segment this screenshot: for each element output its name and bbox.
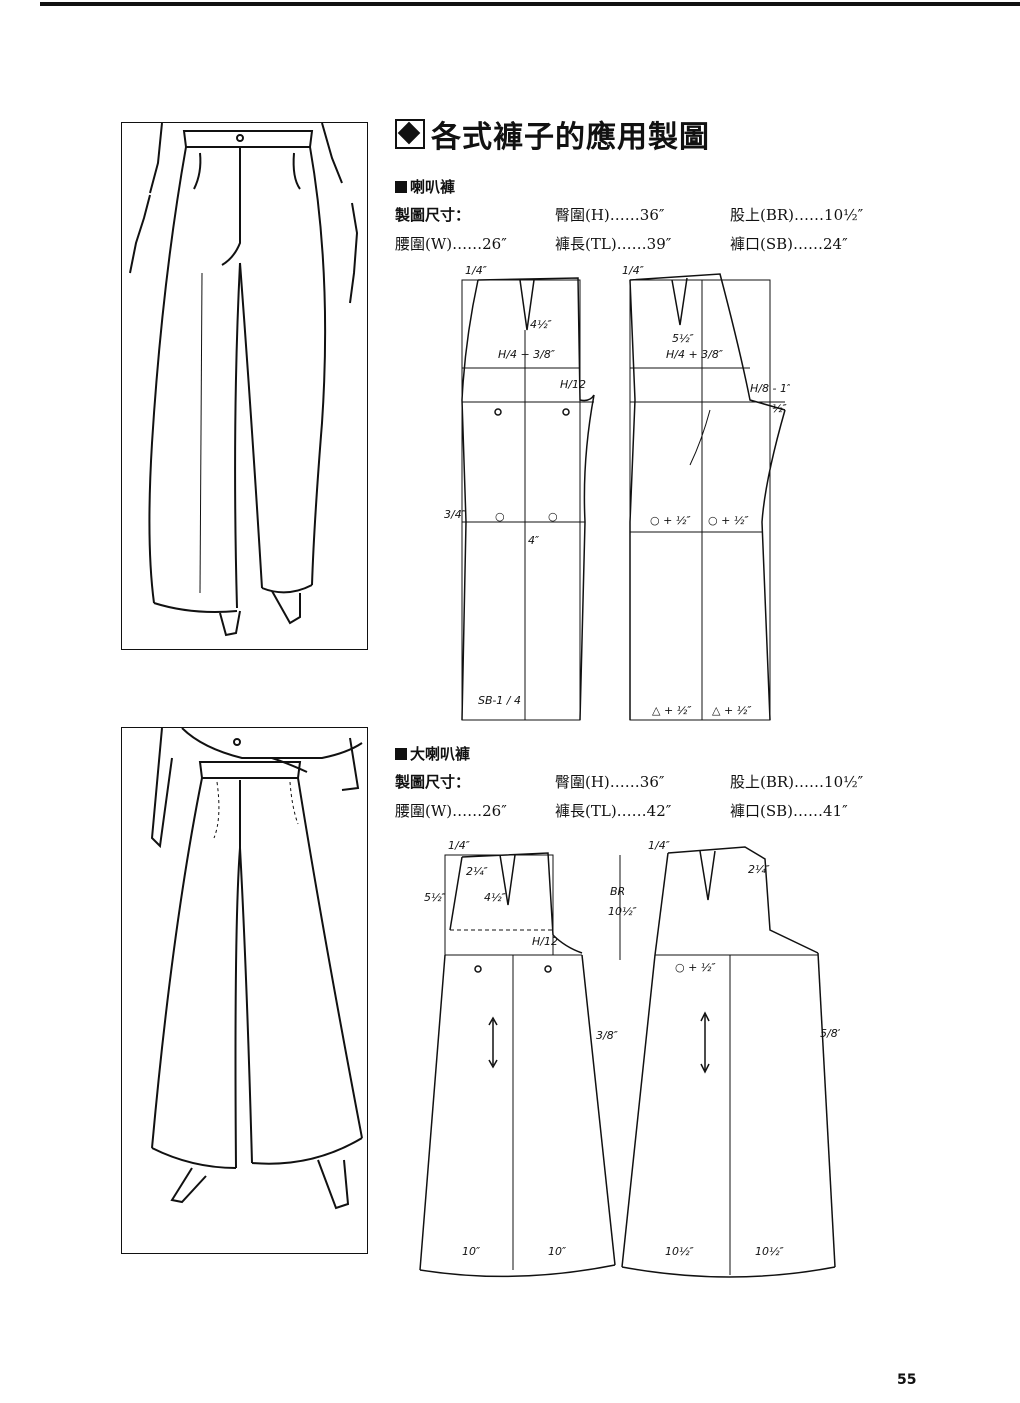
s1-top-front-label: 1/4″ [465, 264, 488, 277]
s1-knee-back-a-label: ○ + ½″ [650, 514, 691, 527]
s2-hem-back-a-label: 10½″ [665, 1245, 695, 1258]
s1-front-hip-label: H/4 + 3/8″ [498, 348, 556, 361]
wide-bell-bottom-pants-drawing [150, 728, 363, 1210]
section-1-pattern-draft: 1/4″ 1/4″ 4½″ 5½″ H/4 + 3/8″ H/4 + 3/8″ … [440, 260, 790, 730]
section-2-heading: 大喇叭褲 [395, 743, 470, 764]
section-1-name: 喇叭褲 [410, 178, 456, 196]
s1-hem-back-a-label: △ + ½″ [652, 704, 692, 717]
s2-br-value-label: 10½″ [608, 905, 638, 918]
s2-hem-front-a-label: 10″ [462, 1245, 481, 1258]
s2-dart-front-label: 4½″ [484, 891, 507, 904]
section-2-pattern-draft: 1/4″ 1/4″ 2¼″ 2¼″ 5½″ 4½″ H/12 BR 10½″ ○… [410, 835, 840, 1285]
illustration-bell-bottom-pants [121, 122, 368, 650]
s1-dart-back-label: 5½″ [672, 332, 695, 345]
section-1-spec-crotch: 股上(BR)……10½″ [730, 206, 864, 224]
diamond-icon [395, 119, 425, 149]
s2-yoke-back-label: 2¼″ [748, 863, 771, 876]
square-bullet-icon [395, 747, 407, 760]
s2-hem-back-b-label: 10½″ [755, 1245, 785, 1258]
section-2-spec-length: 褲長(TL)……42″ [555, 802, 672, 820]
s2-side-front-flare-label: 3/8″ [596, 1029, 619, 1042]
s1-knee-back-b-label: ○ + ½″ [708, 514, 749, 527]
section-2-spec-hip: 臀圍(H)……36″ [555, 773, 665, 791]
illustration-wide-bell-bottom-pants [121, 727, 368, 1254]
s2-crotch-front-label: H/12 [532, 935, 558, 948]
s2-side-front-label: 5½″ [424, 891, 447, 904]
s1-hem-front-label: SB-1 / 4 [478, 694, 521, 707]
s1-knee-front-a-label: ○ [495, 510, 505, 523]
section-2-name: 大喇叭褲 [410, 745, 471, 763]
s1-knee-offset-label: 4″ [528, 534, 540, 547]
s2-top-front-label: 1/4″ [448, 839, 471, 852]
section-1-spec-hem: 褲口(SB)……24″ [730, 235, 848, 253]
page-title-text: 各式褲子的應用製圖 [431, 120, 710, 155]
s1-half-label: ½″ [772, 402, 788, 415]
section-1-spec-length: 褲長(TL)……39″ [555, 235, 672, 253]
page-title: 各式褲子的應用製圖 [395, 112, 710, 156]
s1-knee-side-label: 3/4″ [444, 508, 467, 521]
s1-knee-front-b-label: ○ [548, 510, 558, 523]
section-2-spec-waist: 腰圍(W)……26″ [395, 802, 507, 820]
s2-hem-front-b-label: 10″ [548, 1245, 567, 1258]
s2-side-back-flare-label: 5/8″ [820, 1027, 840, 1040]
section-1-spec-hip: 臀圍(H)……36″ [555, 206, 665, 224]
s1-dart-front-label: 4½″ [530, 318, 553, 331]
s2-yoke-front-label: 2¼″ [466, 865, 489, 878]
s1-back-hip-label: H/4 + 3/8″ [666, 348, 724, 361]
square-bullet-icon [395, 180, 407, 193]
s1-top-back-label: 1/4″ [622, 264, 645, 277]
s2-top-back-label: 1/4″ [648, 839, 671, 852]
bell-bottom-pants-drawing [129, 123, 359, 637]
s2-knee-back-label: ○ + ½″ [675, 961, 716, 974]
page-number: 55 [897, 1372, 917, 1388]
section-1-heading: 喇叭褲 [395, 176, 455, 197]
section-2-spec-hem: 褲口(SB)……41″ [730, 802, 848, 820]
section-1-spec-label: 製圖尺寸： [395, 206, 471, 224]
section-2-spec-label: 製圖尺寸： [395, 773, 471, 791]
s1-crotch-front-label: H/12 [560, 378, 586, 391]
top-rule [40, 2, 1020, 6]
section-1-spec-waist: 腰圍(W)……26″ [395, 235, 507, 253]
section-2-spec-crotch: 股上(BR)……10½″ [730, 773, 864, 791]
s2-br-label: BR [610, 885, 625, 898]
s1-hem-back-b-label: △ + ½″ [712, 704, 752, 717]
s1-crotch-back-label: H/8 - 1″ [750, 382, 790, 395]
